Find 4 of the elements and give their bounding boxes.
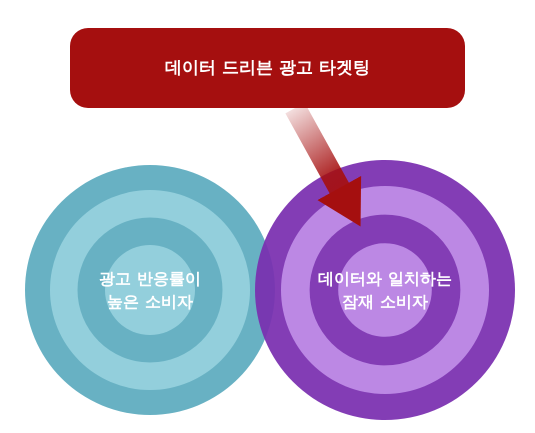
- circle-label: 광고 반응률이 높은 소비자: [98, 268, 202, 313]
- title-text: 데이터 드리븐 광고 타겟팅: [165, 56, 370, 80]
- title-banner: [70, 28, 465, 108]
- target-circle: [255, 160, 515, 420]
